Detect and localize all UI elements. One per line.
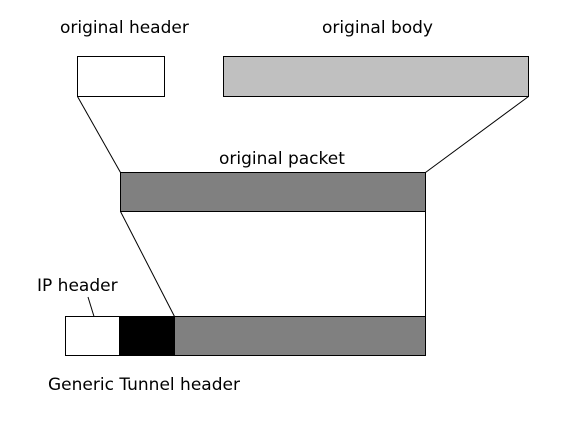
generic-tunnel-header-box <box>119 316 175 356</box>
generic-tunnel-header-label: Generic Tunnel header <box>48 375 240 395</box>
connector-packet-left-to-payload <box>120 211 175 317</box>
connector-header-to-packet <box>77 96 121 173</box>
original-body-box <box>223 56 529 97</box>
original-header-label: original header <box>60 18 189 38</box>
original-header-box <box>77 56 165 97</box>
ip-header-box <box>65 316 120 356</box>
original-body-label: original body <box>322 18 433 38</box>
encapsulated-original-packet-box <box>174 316 426 356</box>
ip-header-label: IP header <box>37 276 118 296</box>
connector-body-to-packet <box>425 96 529 173</box>
original-packet-label: original packet <box>219 149 345 169</box>
ip-header-pointer-line <box>87 296 95 317</box>
original-packet-box <box>120 172 426 212</box>
